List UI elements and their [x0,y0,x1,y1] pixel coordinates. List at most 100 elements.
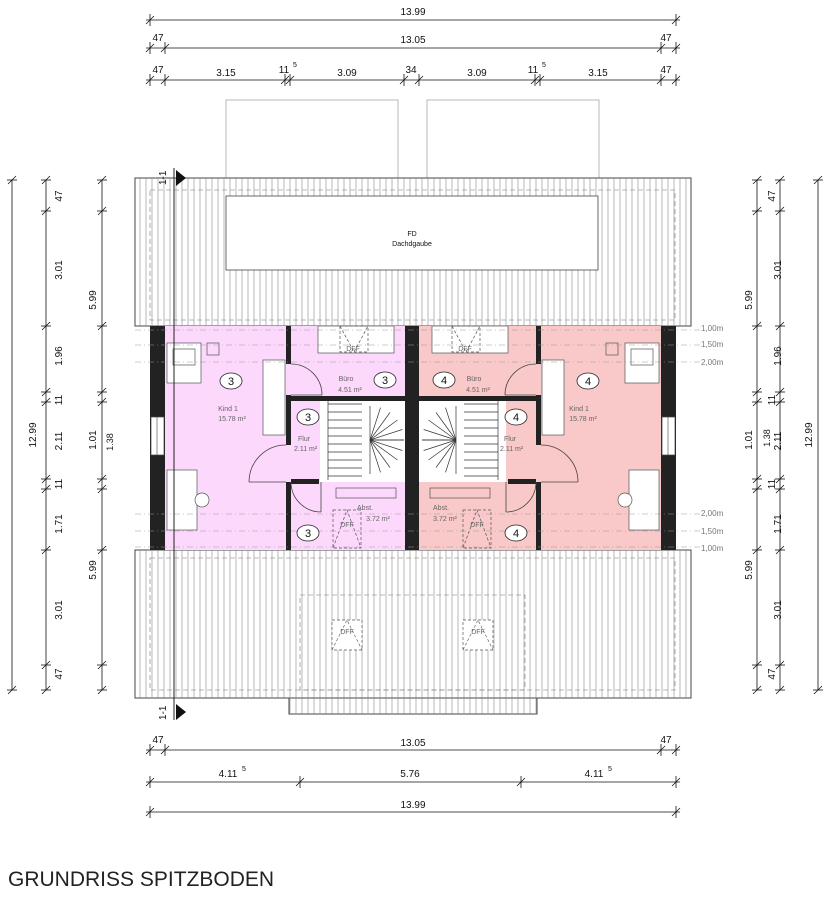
dim-side: 11 [767,394,778,405]
hatch-line [41,175,51,185]
dim-top-total: 13.99 [400,7,425,18]
top-dimensions [145,14,681,86]
hatch-line [775,474,785,484]
room-flur-left-area: 2.11 m² [294,446,318,453]
dim-side-total-right: 12.99 [804,422,815,447]
dim-side: 11 [54,394,65,405]
hatch-line [97,545,107,555]
dim-superscript: 5 [542,62,546,69]
hatch-line [7,175,17,185]
roof-top: FD Dachdgaube [134,177,692,327]
hatch-line [369,439,398,461]
level-200: 2,00m [701,358,724,367]
unit-tag-labels: 3 3 3 3 4 4 4 4 [228,375,591,540]
hatch-line [435,439,457,468]
unit-tag-4: 4 [513,528,519,540]
hatch-line [41,660,51,670]
dim-side: 3.01 [773,260,784,280]
hatch-line [752,321,762,331]
bottom-dimension-labels: 47 13.05 47 4.11 5 5.76 4.11 5 13.99 [152,735,672,811]
hatch-line [775,685,785,695]
dim-bottom: 5.76 [400,769,420,780]
dim-side: 5.99 [744,290,755,310]
hatch-line [369,419,398,441]
hatch-line [41,387,51,397]
dim-bottom: 47 [660,735,672,746]
hatch-line [97,685,107,695]
dormer-label: Dachdgaube [392,241,432,248]
room-kind-right-area: 15.78 m² [569,416,597,423]
hatch-line [97,175,107,185]
dim-side: 5.99 [88,560,99,580]
dim-side: 1.38 [762,429,772,447]
dim-top-seg: 3.15 [216,68,236,79]
dim-superscript: 5 [293,62,297,69]
dim-side: 1.96 [54,346,65,366]
drawing-title: GRUNDRISS SPITZBODEN [8,868,275,891]
hatch-line [41,397,51,407]
side-dimension-labels: 12.99 47 3.01 1.96 11 2.11 11 1.71 3.01 … [28,190,815,680]
dim-side: 1.96 [773,346,784,366]
dim-side: 1.71 [54,514,65,534]
hatch-line [41,545,51,555]
dim-side: 47 [54,668,65,680]
room-abst-right-area: 3.72 m² [433,516,457,523]
hatch-line [97,474,107,484]
section-markers: 1-1 1-1 [158,168,186,720]
level-100: 1,00m [701,544,724,553]
room-kind-left: Kind 1 [218,406,238,413]
room-kind-left-area: 15.78 m² [218,416,246,423]
hatch-line [41,206,51,216]
room-kind-right: Kind 1 [569,406,589,413]
hatch-line [752,206,762,216]
hatch-line [445,439,457,473]
dim-superscript: 5 [242,766,246,773]
hatch-line [7,685,17,695]
dim-side: 1.71 [773,514,784,534]
dff-label: DFF [346,346,360,353]
unit-tags [219,371,600,542]
hatch-line [423,429,457,441]
hatch-line [369,412,391,441]
section-mark-bottom: 1-1 [158,705,169,720]
hatch-line [97,321,107,331]
hatch-line [97,397,107,407]
level-200: 2,00m [701,509,724,518]
hatch-line [813,685,823,695]
hatch-line [775,175,785,185]
hatch-line [369,439,403,451]
unit-tag-3: 3 [305,528,311,540]
roof-bottom: DFF DFF [134,549,692,715]
hatch-line [775,545,785,555]
hatch-line [369,439,391,468]
hatch-line [775,321,785,331]
hatch-line [369,439,381,473]
hatch-line [752,660,762,670]
level-labels: 1,00m 1,50m 2,00m 2,00m 1,50m 1,00m [701,324,724,553]
hatch-line [97,387,107,397]
unit-tag-3: 3 [382,375,388,387]
dim-side: 3.01 [54,600,65,620]
hatch-line [423,439,457,451]
level-150: 1,50m [701,527,724,536]
hatch-line [752,397,762,407]
dim-side: 5.99 [744,560,755,580]
hatch-line [775,660,785,670]
hatch-line [41,321,51,331]
room-abst-left-area: 3.72 m² [366,516,390,523]
dim-side: 11 [767,478,778,489]
dim-top-seg: 3.09 [337,68,357,79]
hatch-line [428,419,457,441]
section-mark-top: 1-1 [158,170,169,185]
hatch-line [369,407,381,441]
side-dimensions [11,180,819,690]
dim-side-total-left: 12.99 [28,422,39,447]
room-abst-right: Abst. [433,505,449,512]
dim-side: 1.38 [105,433,115,451]
dim-side: 47 [767,668,778,680]
hatch-line [752,545,762,555]
dff-label: DFF [471,629,485,636]
dim-side: 11 [54,478,65,489]
dim-side: 47 [54,190,65,202]
